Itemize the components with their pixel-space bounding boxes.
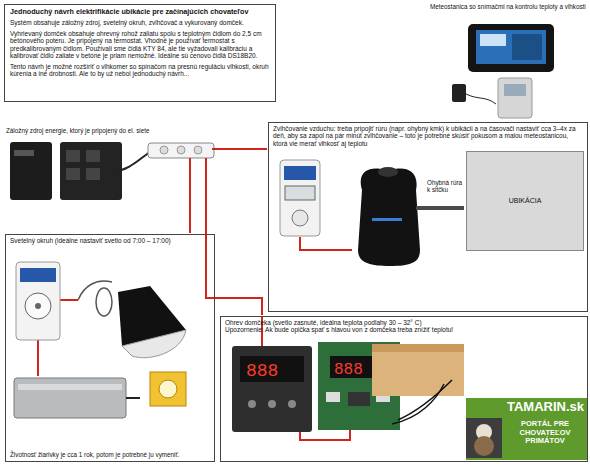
thermostat: 888 <box>232 346 312 432</box>
clamp-lamp <box>78 281 186 358</box>
logo <box>466 398 588 460</box>
panel-text: Zvlhčovanie vzduchu: treba pripojiť rúru… <box>273 125 583 147</box>
panel-text: Svetelný okruh (ideálne nastaviť svetlo … <box>10 237 210 244</box>
note-text: Tento návrh je možné rozšíriť o vlhkomer… <box>10 63 270 78</box>
note-box: Jednoduchý návrh elektrifikácie ubikácie… <box>4 4 276 102</box>
ballast <box>14 378 140 418</box>
enclosure-label: UBIKÁCIA <box>509 197 542 205</box>
power-strip <box>148 143 214 158</box>
tube-label: Ohybná rúra k sitčku <box>427 179 465 193</box>
bulb-box <box>150 372 186 406</box>
logo-text: PORTÁL PRE CHOVATEĽOV PRIMÁTOV <box>504 420 586 446</box>
humidity-panel: Zvlhčovanie vzduchu: treba pripojiť rúru… <box>268 122 588 312</box>
panel-text: Ohrev domčeka (svetlo zasnuté, ideálna t… <box>225 319 583 326</box>
humidifier <box>358 167 464 266</box>
heating-mat <box>372 344 464 424</box>
svg-text:888: 888 <box>246 361 278 381</box>
panel-note: Životnosť žiarivky je cca 1 rok, potom j… <box>10 451 210 458</box>
logo-text: TAMARIN.sk <box>470 400 584 415</box>
note-heading: Jednoduchý návrh elektrifikácie ubikácie… <box>10 8 270 16</box>
ups-unit <box>10 142 150 200</box>
light-panel: Svetelný okruh (ideálne nastaviť svetlo … <box>5 234 215 462</box>
note-text: Vyhrievaný domček obsahuje ohrevný rohož… <box>10 30 270 60</box>
enclosure-box: UBIKÁCIA <box>466 151 584 251</box>
timer-plug <box>16 262 60 340</box>
device-label: Záložný zdroj energie, ktorý je pripojen… <box>6 127 206 134</box>
weather-station <box>452 24 554 118</box>
note-text: Systém obsahuje záložný zdroj, svetelný … <box>10 19 270 26</box>
svg-text:888: 888 <box>334 361 363 379</box>
panel-warning: Upozornenie: Ak bude opička spať s hlavo… <box>225 326 583 333</box>
device-label: Meteostanica so snímačmi na kontrolu tep… <box>430 3 588 10</box>
timer-plug <box>280 160 320 236</box>
